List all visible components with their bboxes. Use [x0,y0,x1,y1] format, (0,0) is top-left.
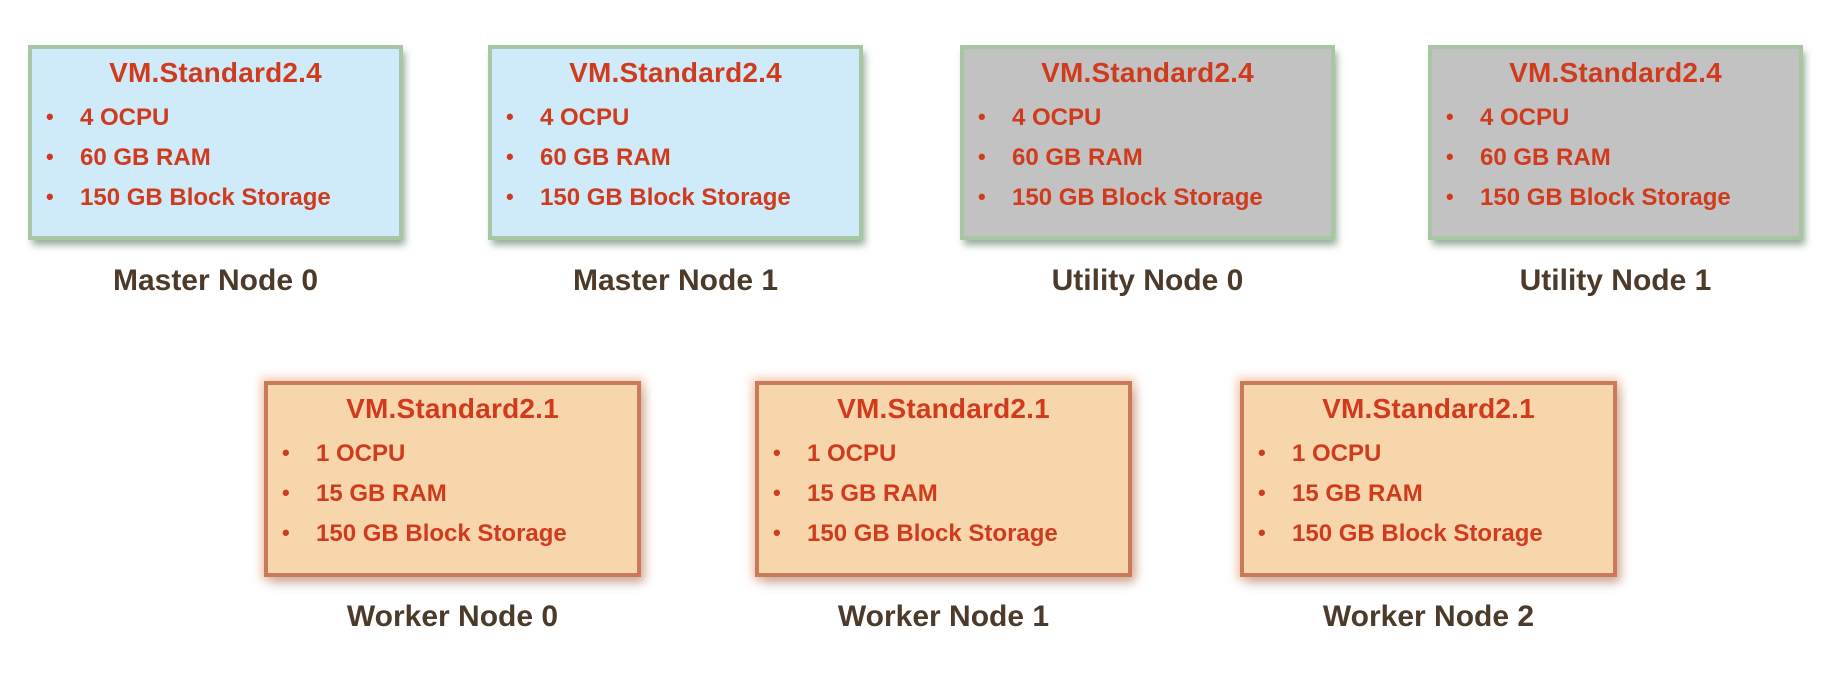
spec-item: • 60 GB RAM [506,137,851,177]
node-label-worker-1: Worker Node 1 [837,600,1050,633]
spec-text: 150 GB Block Storage [807,520,1058,547]
bullet-icon: • [1446,104,1454,129]
node-card-worker-1: VM.Standard2.1 • 1 OCPU • 15 GB RAM • 150 G… [755,381,1132,577]
spec-item: • 60 GB RAM [1446,137,1791,177]
bullet-icon: • [773,440,781,465]
spec-text: 4 OCPU [1012,104,1102,131]
spec-text: 150 GB Block Storage [540,184,791,211]
spec-item: • 150 GB Block Storage [46,177,391,217]
spec-item: • 60 GB RAM [978,137,1323,177]
spec-item: • 150 GB Block Storage [773,513,1120,553]
node-card-utility-1: VM.Standard2.4 • 4 OCPU • 60 GB RAM • 150 G… [1428,45,1803,240]
spec-item: • 4 OCPU [506,97,851,137]
spec-text: 60 GB RAM [540,144,671,171]
bullet-icon: • [506,184,514,209]
spec-text: 4 OCPU [540,104,630,131]
spec-list: • 4 OCPU • 60 GB RAM • 150 GB Block Storage [32,97,399,217]
bullet-icon: • [1258,520,1266,545]
bullet-icon: • [1446,144,1454,169]
spec-item: • 15 GB RAM [1258,473,1605,513]
node-label-worker-2: Worker Node 2 [1322,600,1535,633]
vm-shape-title: VM.Standard2.4 [1509,57,1722,88]
node-card-utility-0: VM.Standard2.4 • 4 OCPU • 60 GB RAM • 150 G… [960,45,1335,240]
spec-text: 60 GB RAM [80,144,211,171]
spec-item: • 150 GB Block Storage [506,177,851,217]
spec-item: • 60 GB RAM [46,137,391,177]
spec-item: • 150 GB Block Storage [978,177,1323,217]
node-label-worker-0: Worker Node 0 [346,600,559,633]
bullet-icon: • [1446,184,1454,209]
bullet-icon: • [978,104,986,129]
node-card-master-1: VM.Standard2.4 • 4 OCPU • 60 GB RAM • 150 G… [488,45,863,240]
bullet-icon: • [506,104,514,129]
spec-text: 150 GB Block Storage [1012,184,1263,211]
bullet-icon: • [282,520,290,545]
spec-item: • 15 GB RAM [773,473,1120,513]
node-card-worker-0: VM.Standard2.1 • 1 OCPU • 15 GB RAM • 150 G… [264,381,641,577]
spec-item: • 15 GB RAM [282,473,629,513]
spec-item: • 150 GB Block Storage [282,513,629,553]
bullet-icon: • [1258,480,1266,505]
spec-text: 4 OCPU [1480,104,1570,131]
vm-shape-title: VM.Standard2.1 [1322,393,1535,424]
spec-list: • 4 OCPU • 60 GB RAM • 150 GB Block Storage [964,97,1331,217]
spec-list: • 4 OCPU • 60 GB RAM • 150 GB Block Storage [1432,97,1799,217]
node-card-worker-2: VM.Standard2.1 • 1 OCPU • 15 GB RAM • 150 G… [1240,381,1617,577]
spec-text: 60 GB RAM [1480,144,1611,171]
spec-text: 15 GB RAM [316,480,447,507]
spec-item: • 150 GB Block Storage [1258,513,1605,553]
bullet-icon: • [773,480,781,505]
spec-text: 15 GB RAM [1292,480,1423,507]
vm-shape-title: VM.Standard2.1 [837,393,1050,424]
spec-item: • 4 OCPU [46,97,391,137]
spec-text: 4 OCPU [80,104,170,131]
spec-list: • 1 OCPU • 15 GB RAM • 150 GB Block Storage [268,433,637,553]
node-label-master-1: Master Node 1 [572,264,779,297]
spec-item: • 4 OCPU [1446,97,1791,137]
vm-shape-title: VM.Standard2.1 [346,393,559,424]
bullet-icon: • [506,144,514,169]
node-card-master-0: VM.Standard2.4 • 4 OCPU • 60 GB RAM • 150 G… [28,45,403,240]
vm-shape-title: VM.Standard2.4 [569,57,782,88]
bullet-icon: • [773,520,781,545]
node-label-master-0: Master Node 0 [112,264,319,297]
spec-text: 150 GB Block Storage [1480,184,1731,211]
spec-item: • 1 OCPU [773,433,1120,473]
bullet-icon: • [46,144,54,169]
bullet-icon: • [46,184,54,209]
spec-item: • 1 OCPU [1258,433,1605,473]
spec-text: 1 OCPU [1292,440,1382,467]
node-label-utility-0: Utility Node 0 [1051,264,1244,297]
vm-shape-title: VM.Standard2.4 [1041,57,1254,88]
spec-list: • 4 OCPU • 60 GB RAM • 150 GB Block Storage [492,97,859,217]
bullet-icon: • [978,184,986,209]
spec-text: 1 OCPU [807,440,897,467]
spec-text: 15 GB RAM [807,480,938,507]
bullet-icon: • [282,440,290,465]
bullet-icon: • [1258,440,1266,465]
spec-text: 150 GB Block Storage [1292,520,1543,547]
node-label-utility-1: Utility Node 1 [1519,264,1712,297]
spec-item: • 150 GB Block Storage [1446,177,1791,217]
spec-text: 150 GB Block Storage [316,520,567,547]
spec-text: 60 GB RAM [1012,144,1143,171]
spec-list: • 1 OCPU • 15 GB RAM • 150 GB Block Storage [759,433,1128,553]
bullet-icon: • [978,144,986,169]
spec-text: 150 GB Block Storage [80,184,331,211]
spec-text: 1 OCPU [316,440,406,467]
spec-item: • 4 OCPU [978,97,1323,137]
bullet-icon: • [282,480,290,505]
spec-item: • 1 OCPU [282,433,629,473]
spec-list: • 1 OCPU • 15 GB RAM • 150 GB Block Storage [1244,433,1613,553]
bullet-icon: • [46,104,54,129]
vm-shape-title: VM.Standard2.4 [109,57,322,88]
